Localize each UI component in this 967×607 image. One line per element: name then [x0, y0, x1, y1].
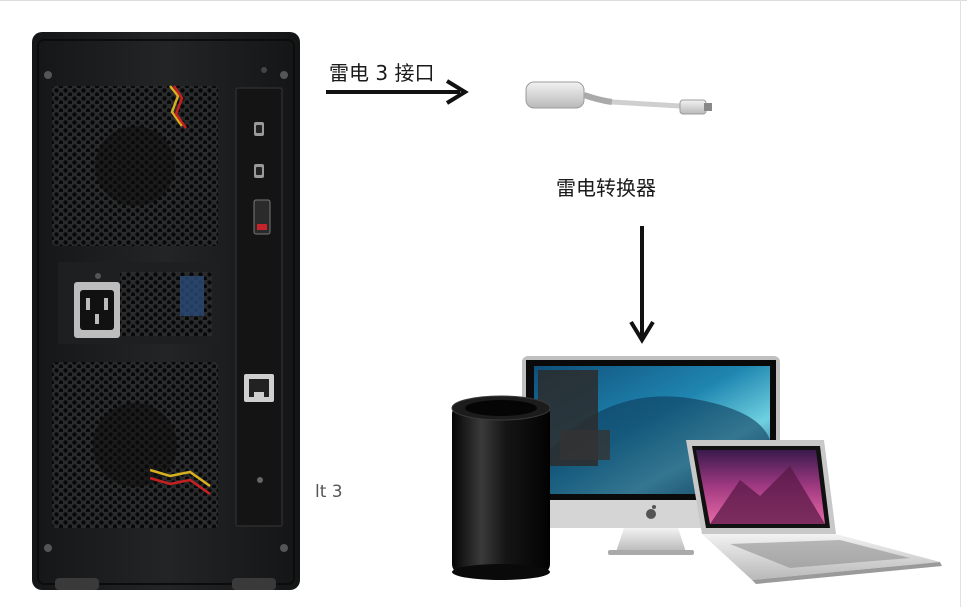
- power-socket-icon: [74, 282, 120, 338]
- fan-grille-icon: [52, 85, 218, 246]
- thunderbolt-adapter-icon: [525, 81, 712, 115]
- ethernet-port-icon: [244, 374, 274, 402]
- macbook-air-icon: [686, 440, 942, 584]
- thunderbolt-port-icon: [254, 164, 264, 178]
- enclosure-back-panel: [32, 32, 300, 590]
- adapter-label: 雷电转换器: [556, 176, 656, 200]
- mac-pro-icon: [451, 395, 551, 580]
- arrow-right: [326, 79, 469, 105]
- top-border: [0, 0, 967, 1]
- clipped-text: lt 3: [315, 482, 343, 502]
- right-border: [960, 0, 961, 607]
- arrow-down: [629, 226, 655, 344]
- thunderbolt-port-label: 雷电 3 接口: [329, 61, 435, 85]
- thunderbolt-port-icon: [254, 122, 264, 136]
- apple-logo-icon: [646, 505, 656, 519]
- fan-grille-icon: [52, 362, 218, 528]
